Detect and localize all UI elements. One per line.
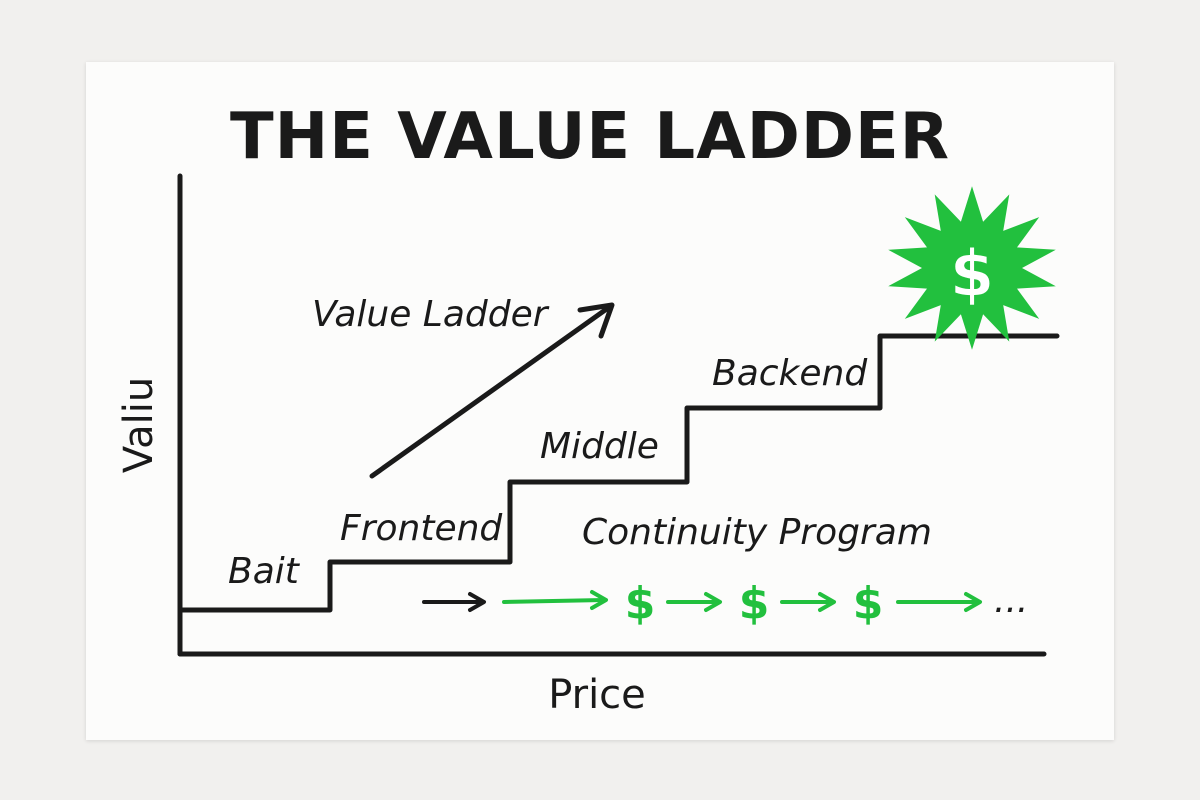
arrow-right-icon [502,590,608,610]
y-axis-label: Valiu [116,377,162,473]
diagram-card [86,62,1114,740]
value-ladder-arrow-icon [369,302,615,479]
continuity-program-label: Continuity Program [582,512,932,553]
step-label-bait: Bait [228,551,301,592]
step-label-frontend: Frontend [340,508,503,549]
page-title: THE VALUE LADDER [230,100,950,174]
arrow-right-icon [896,592,982,612]
starburst-dollar-sign: $ [950,238,995,312]
dollar-starburst-icon: $ [888,186,1056,350]
dollar-icon: $ [625,578,656,629]
step-label-backend: Backend [712,353,868,394]
dollar-icon: $ [853,578,884,629]
step-label-middle: Middle [540,426,659,467]
continuity-ellipsis: ... [994,580,1028,621]
dollar-icon: $ [739,578,770,629]
value-ladder-arrow-label: Value Ladder [312,294,550,335]
arrow-right-icon [780,592,836,612]
arrow-right-icon [666,592,722,612]
value-ladder-staircase [179,333,1060,613]
arrow-right-icon [422,592,486,612]
x-axis-label: Price [548,672,646,718]
